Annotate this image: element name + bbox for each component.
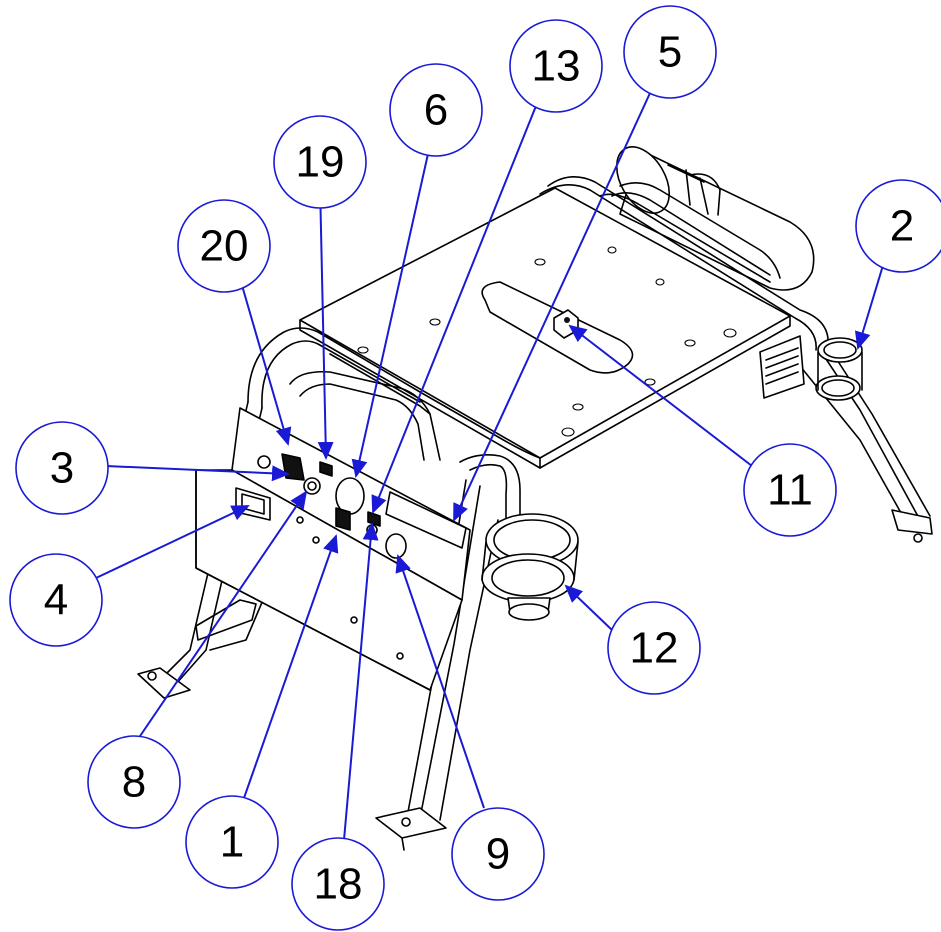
callout-18: 18: [291, 837, 385, 931]
callout-label: 13: [532, 42, 581, 91]
cup-holder-rear: [815, 337, 863, 401]
cup-holder-front: [481, 513, 579, 621]
callout-11: 11: [743, 443, 837, 537]
callout-6: 6: [389, 63, 483, 157]
callout-label: 6: [424, 86, 448, 135]
callout-label: 3: [50, 444, 74, 493]
callout-label: 9: [486, 830, 510, 879]
callout-label: 8: [122, 758, 146, 807]
callout-9: 9: [451, 807, 545, 901]
control-panel: [195, 407, 471, 691]
callout-2: 2: [855, 179, 941, 273]
callout-4: 4: [9, 553, 103, 647]
callout-label: 2: [890, 202, 914, 251]
callout-5: 5: [623, 5, 717, 99]
callout-label: 18: [314, 860, 363, 909]
callout-12: 12: [607, 601, 701, 695]
callout-label: 1: [220, 818, 244, 867]
callout-1: 1: [185, 795, 279, 889]
callout-8: 8: [87, 735, 181, 829]
front-hoop: [247, 327, 541, 541]
frame-drawing: [137, 146, 933, 851]
leader-lines: [95, 79, 885, 841]
callout-13: 13: [509, 19, 603, 113]
callout-label: 5: [658, 28, 682, 77]
callout-19: 19: [273, 115, 367, 209]
callout-label: 19: [296, 138, 345, 187]
callout-label: 4: [44, 576, 68, 625]
callout-label: 12: [630, 624, 679, 673]
callout-label: 11: [767, 466, 813, 515]
callout-20: 20: [177, 199, 271, 293]
callout-3: 3: [15, 421, 109, 515]
callout-label: 20: [200, 222, 249, 271]
